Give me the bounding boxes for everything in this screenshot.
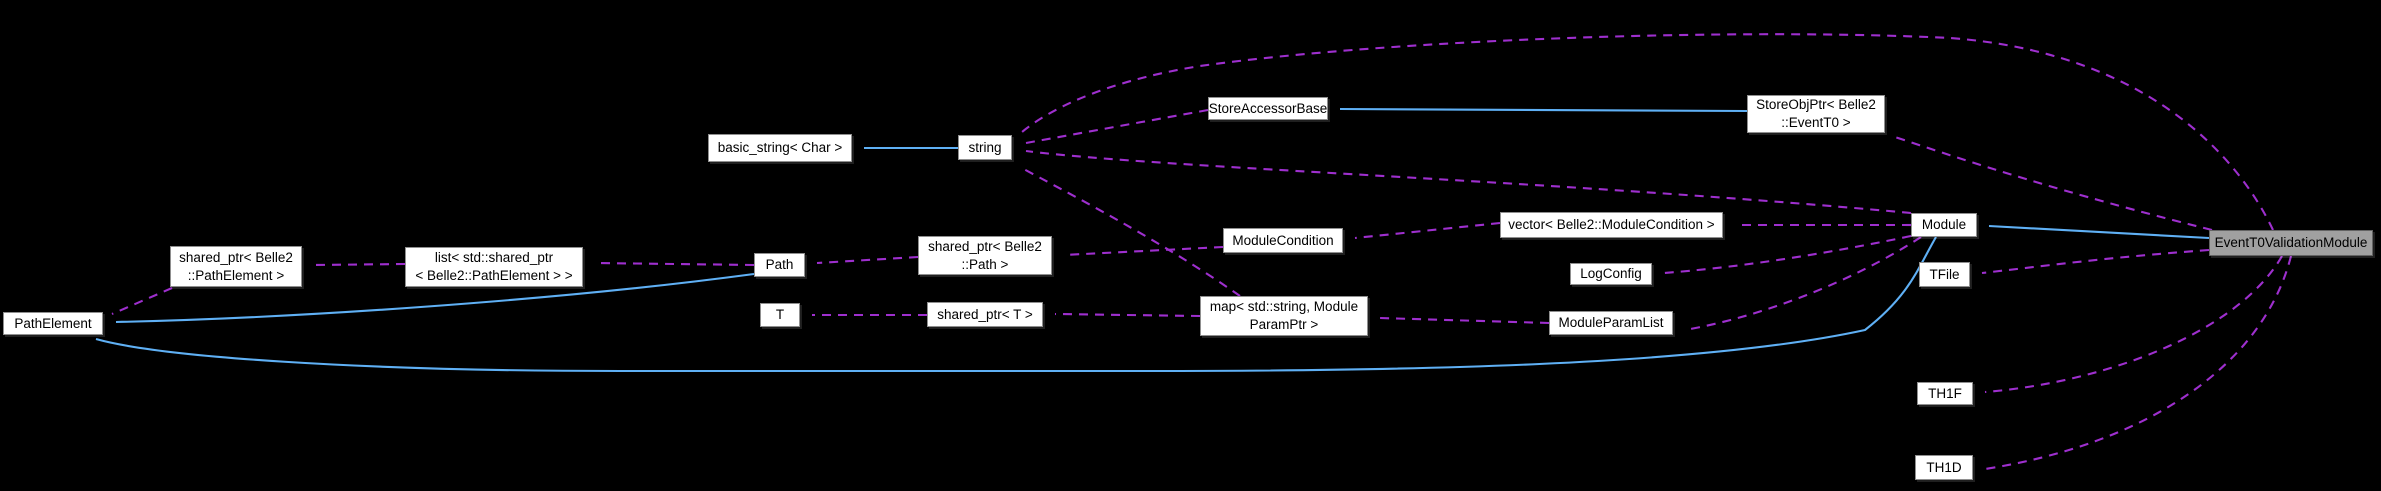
edge-shared-ptr-path-element-to-path-element-usage-arrow: [111, 287, 173, 315]
class-node-shared-ptr-path-element[interactable]: shared_ptr< Belle2 ::PathElement >: [170, 246, 302, 287]
edge-path-to-list-shared-ptr-usage-arrow: [594, 261, 755, 267]
edge-module-to-path-element-inheritance-arrow: [95, 236, 1937, 373]
class-node-event-t0-validation-module: EventT0ValidationModule: [2209, 230, 2373, 256]
class-node-basic-string[interactable]: basic_string< Char >: [708, 134, 852, 162]
edge-event-t0-validation-module-to-store-obj-ptr-usage-arrow: [1894, 136, 2213, 232]
edge-module-condition-to-shared-ptr-path-usage-arrow: [1063, 245, 1224, 257]
edge-event-t0-validation-module-to-string-usage-arrow: [1021, 33, 2274, 231]
edge-module-to-string-usage-arrow: [1025, 149, 1912, 215]
class-node-path-element[interactable]: PathElement: [3, 312, 103, 335]
edge-shared-ptr-path-to-path-usage-arrow: [816, 255, 919, 265]
edge-list-shared-ptr-to-shared-ptr-path-element-usage-arrow: [313, 262, 406, 267]
class-node-tfile[interactable]: TFile: [1919, 262, 1970, 287]
class-node-vector-module-condition[interactable]: vector< Belle2::ModuleCondition >: [1500, 212, 1723, 238]
class-node-path[interactable]: Path: [754, 253, 805, 277]
class-node-map-string-moduleparamptr[interactable]: map< std::string, Module ParamPtr >: [1200, 296, 1368, 336]
class-node-th1f[interactable]: TH1F: [1917, 382, 1973, 405]
edge-path-to-path-element-inheritance-arrow: [115, 272, 755, 324]
class-node-t[interactable]: T: [760, 303, 800, 327]
edge-event-t0-validation-module-to-tfile-usage-arrow: [1981, 248, 2210, 275]
edge-event-t0-validation-module-to-module-inheritance-arrow: [1988, 224, 2210, 240]
class-node-module[interactable]: Module: [1911, 213, 1977, 237]
edge-event-t0-validation-module-to-th1d-usage-arrow: [1984, 255, 2293, 471]
edge-map-string-moduleparamptr-to-shared-ptr-t-usage-arrow: [1054, 312, 1201, 318]
class-node-shared-ptr-path[interactable]: shared_ptr< Belle2 ::Path >: [918, 236, 1052, 275]
class-node-shared-ptr-t[interactable]: shared_ptr< T >: [927, 302, 1043, 327]
edge-event-t0-validation-module-to-th1f-usage-arrow: [1984, 255, 2283, 394]
edge-store-accessor-base-to-string-usage-arrow: [1025, 108, 1209, 145]
class-node-module-condition[interactable]: ModuleCondition: [1223, 228, 1343, 253]
class-node-th1d[interactable]: TH1D: [1915, 455, 1973, 480]
class-node-log-config[interactable]: LogConfig: [1570, 263, 1652, 285]
edge-store-obj-ptr-to-store-accessor-base-inheritance-arrow: [1339, 107, 1748, 113]
edge-vector-module-condition-to-module-condition-usage-arrow: [1354, 221, 1501, 240]
edge-module-param-list-to-map-string-moduleparamptr-usage-arrow: [1379, 316, 1550, 325]
class-node-string[interactable]: string: [958, 135, 1012, 160]
edge-map-string-moduleparamptr-to-string-usage-arrow: [1019, 166, 1241, 297]
class-node-list-shared-ptr[interactable]: list< std::shared_ptr < Belle2::PathElem…: [405, 247, 583, 287]
edge-module-to-module-param-list-usage-arrow: [1684, 236, 1922, 332]
class-node-module-param-list[interactable]: ModuleParamList: [1549, 311, 1673, 335]
edge-module-to-log-config-usage-arrow: [1663, 234, 1912, 275]
class-node-store-obj-ptr[interactable]: StoreObjPtr< Belle2 ::EventT0 >: [1747, 95, 1885, 133]
class-node-store-accessor-base[interactable]: StoreAccessorBase: [1208, 97, 1328, 120]
